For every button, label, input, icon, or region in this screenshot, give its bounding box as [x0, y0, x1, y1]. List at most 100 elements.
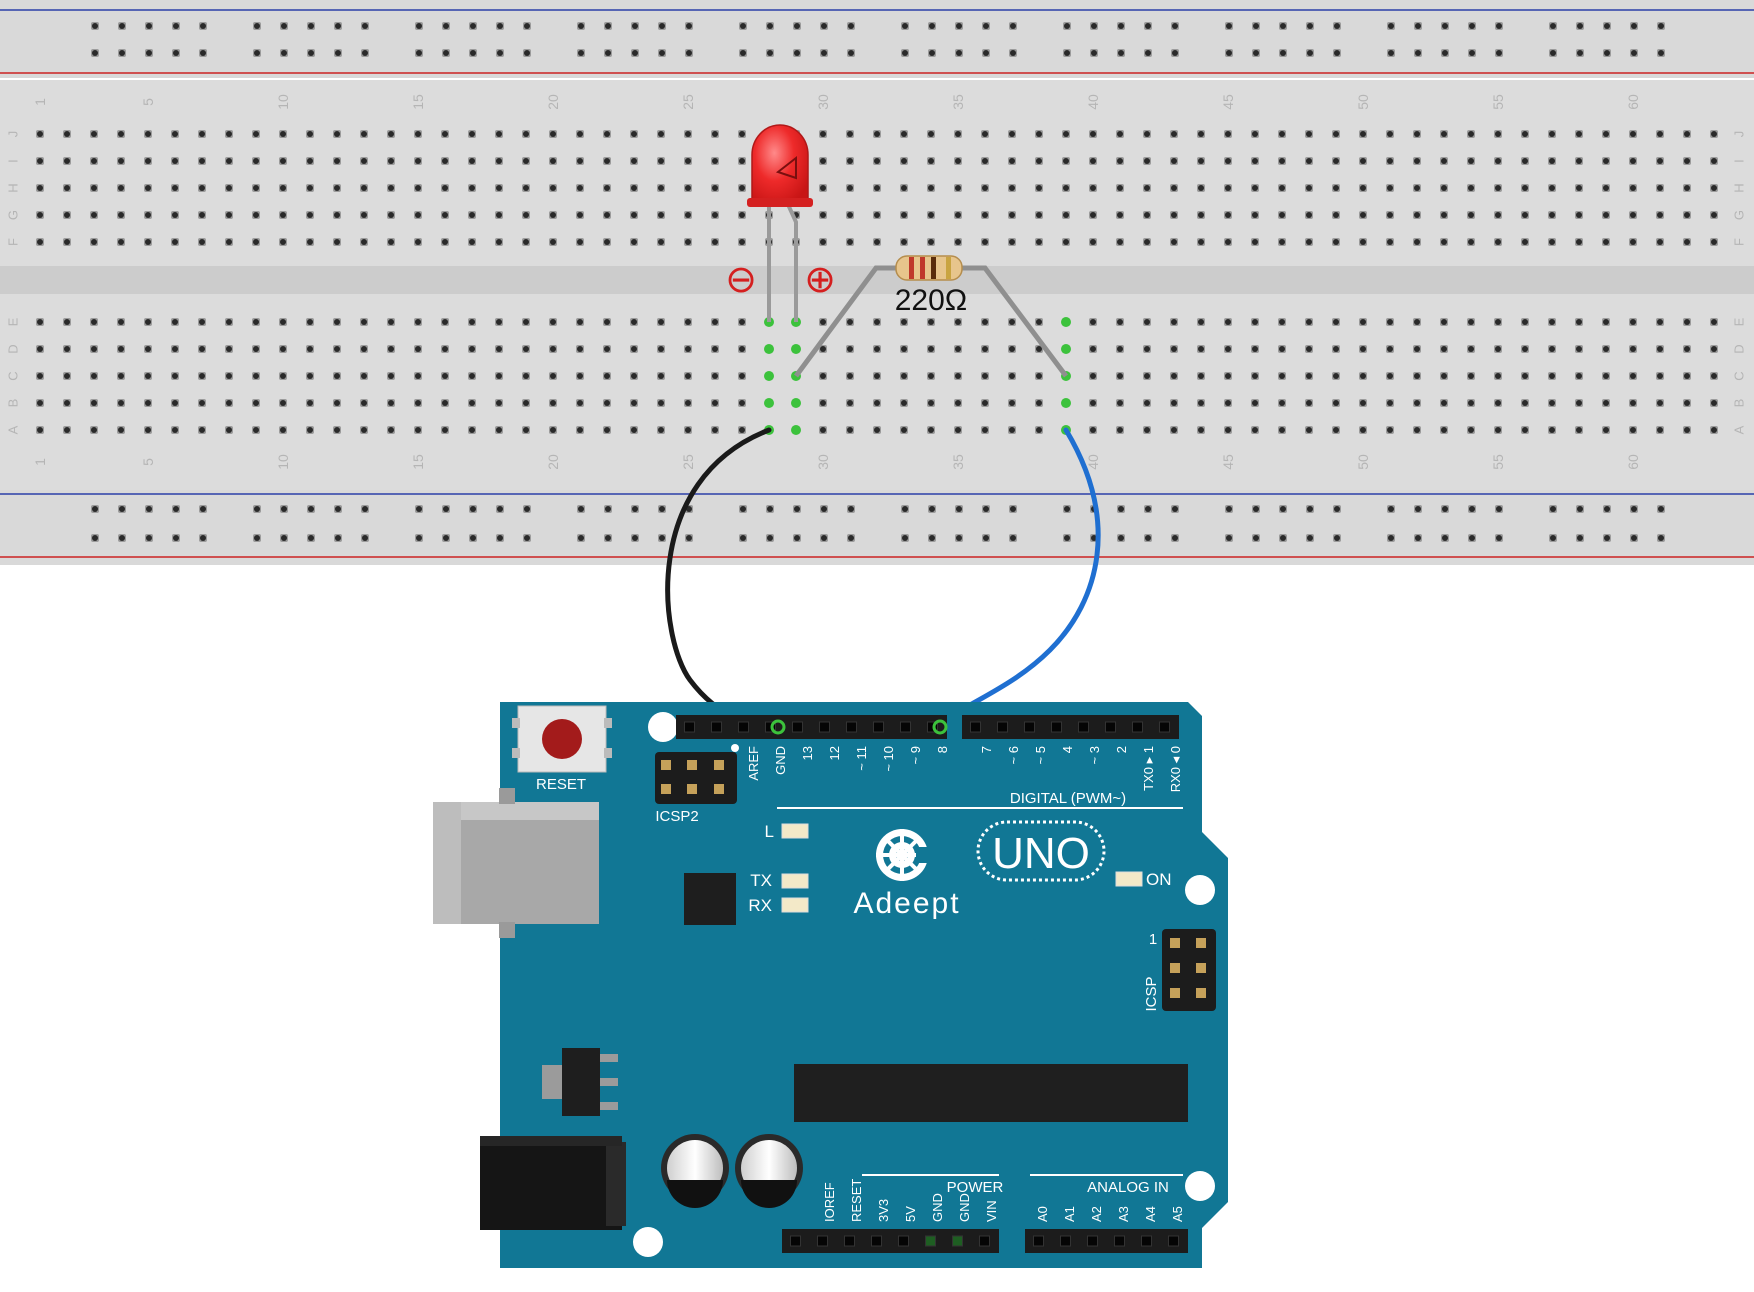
resistor[interactable]: 220Ω — [793, 255, 1068, 378]
header-pin[interactable] — [684, 721, 695, 733]
header-pin[interactable] — [1141, 1235, 1152, 1247]
header-pin[interactable] — [1024, 721, 1035, 733]
reset-button-cap[interactable] — [542, 719, 582, 759]
reset-button[interactable] — [512, 705, 612, 773]
header-pin[interactable] — [817, 1235, 828, 1247]
header-pin[interactable] — [711, 721, 722, 733]
header-pin[interactable] — [1105, 721, 1116, 733]
hole-center — [847, 427, 853, 433]
header-pin[interactable] — [1168, 1235, 1179, 1247]
hole-center — [145, 239, 151, 245]
hole-center — [1711, 319, 1717, 325]
hole-center — [1414, 131, 1420, 137]
rail-hole-center — [1226, 23, 1232, 29]
hole-center — [172, 158, 178, 164]
icsp2-header — [655, 744, 739, 804]
hole-center — [442, 319, 448, 325]
usb-port[interactable] — [433, 788, 599, 938]
hole-center — [145, 319, 151, 325]
header-pin[interactable] — [819, 721, 830, 733]
header-pin[interactable] — [738, 721, 749, 733]
hole-center — [496, 212, 502, 218]
led[interactable]: ⊖ ⊕ — [725, 124, 836, 322]
hole-center — [1576, 212, 1582, 218]
power-pin-label: 5V — [903, 1206, 918, 1222]
header-pin[interactable] — [844, 1235, 855, 1247]
rail-hole-center — [146, 23, 152, 29]
hole-center — [1576, 158, 1582, 164]
rail-hole-center — [929, 50, 935, 56]
hole-center — [577, 319, 583, 325]
hole-center — [1198, 373, 1204, 379]
header-pin[interactable] — [873, 721, 884, 733]
hole-center — [1144, 373, 1150, 379]
hole-center — [901, 346, 907, 352]
hole-center — [1630, 346, 1636, 352]
hole-center — [874, 373, 880, 379]
column-number: 10 — [275, 94, 291, 110]
rail-hole-center — [1550, 535, 1556, 541]
hole-center — [1333, 373, 1339, 379]
hole-center — [415, 185, 421, 191]
hole-center — [1144, 346, 1150, 352]
header-pin[interactable] — [1159, 721, 1170, 733]
hole-center — [901, 239, 907, 245]
header-pin[interactable] — [1033, 1235, 1044, 1247]
header-pin[interactable] — [1078, 721, 1089, 733]
hole-center — [1117, 346, 1123, 352]
hole-center — [226, 239, 232, 245]
hole-center — [145, 400, 151, 406]
header-pin[interactable] — [846, 721, 857, 733]
hole-center — [1198, 239, 1204, 245]
rail-hole-center — [254, 506, 260, 512]
hole-center — [415, 319, 421, 325]
header-pin[interactable] — [997, 721, 1008, 733]
hole-center — [1279, 319, 1285, 325]
hole-center — [334, 373, 340, 379]
header-pin[interactable] — [790, 1235, 801, 1247]
header-pin[interactable] — [1114, 1235, 1125, 1247]
rail-hole-center — [1172, 506, 1178, 512]
hole-center — [1225, 400, 1231, 406]
header-pin[interactable] — [900, 721, 911, 733]
hole-center — [361, 427, 367, 433]
header-pin[interactable] — [952, 1235, 963, 1247]
header-pin[interactable] — [898, 1235, 909, 1247]
header-pin[interactable] — [979, 1235, 990, 1247]
rail-hole-center — [1442, 23, 1448, 29]
header-pin[interactable] — [1060, 1235, 1071, 1247]
hole-center — [37, 427, 43, 433]
header-pin[interactable] — [792, 721, 803, 733]
hole-center — [91, 346, 97, 352]
hole-center — [577, 346, 583, 352]
hole-center — [496, 373, 502, 379]
hole-center — [1684, 346, 1690, 352]
led-l-label: L — [765, 822, 774, 841]
header-pin[interactable] — [1132, 721, 1143, 733]
header-pin[interactable] — [1051, 721, 1062, 733]
header-pin[interactable] — [1087, 1235, 1098, 1247]
hole-center — [1495, 373, 1501, 379]
hole-center — [901, 185, 907, 191]
hole-center — [37, 400, 43, 406]
hole-center — [388, 373, 394, 379]
hole-center — [1441, 212, 1447, 218]
dc-power-jack[interactable] — [480, 1136, 626, 1230]
hole-center — [631, 400, 637, 406]
led-anode-leg — [784, 199, 798, 322]
hole-center — [1306, 158, 1312, 164]
header-pin[interactable] — [925, 1235, 936, 1247]
header-pin[interactable] — [871, 1235, 882, 1247]
hole-center — [550, 373, 556, 379]
hole-center — [1198, 400, 1204, 406]
row-letter: A — [1731, 425, 1746, 434]
hole-center — [1306, 239, 1312, 245]
header-pin[interactable] — [970, 721, 981, 733]
row-letter: I — [5, 159, 20, 163]
capacitor — [661, 1134, 729, 1208]
hole-center — [118, 185, 124, 191]
hole-center — [496, 131, 502, 137]
hole-center — [442, 400, 448, 406]
hole-center — [631, 131, 637, 137]
column-number: 40 — [1085, 94, 1101, 110]
